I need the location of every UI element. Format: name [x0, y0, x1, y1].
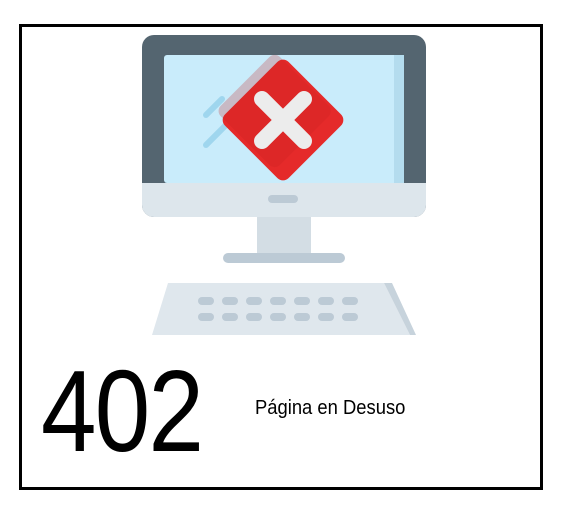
- computer-error-icon: [142, 35, 426, 335]
- monitor-base: [223, 253, 345, 263]
- monitor-stand: [257, 217, 311, 255]
- error-card: 402 Página en Desuso: [19, 24, 543, 490]
- keyboard-icon: [152, 283, 416, 335]
- error-code: 402: [41, 346, 204, 476]
- error-x-icon: [218, 54, 344, 181]
- error-message: Página en Desuso: [255, 397, 406, 419]
